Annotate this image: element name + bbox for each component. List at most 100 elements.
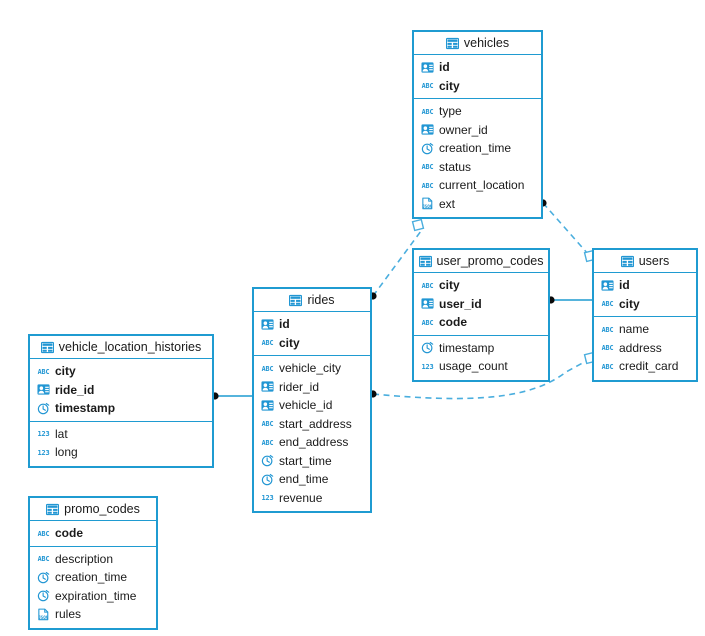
svg-text:ABC: ABC — [38, 368, 50, 376]
field-label: status — [439, 159, 472, 174]
svg-text:123: 123 — [37, 449, 49, 457]
key-field-row[interactable]: ABC city — [414, 77, 541, 96]
field-row[interactable]: creation_time — [30, 568, 156, 587]
key-field-label: id — [439, 60, 450, 75]
table-header-vehicle-location-histories[interactable]: vehicle_location_histories — [30, 336, 212, 359]
primary-key-section: ABC city ride_id timestamp — [30, 359, 212, 422]
table-header-promo-codes[interactable]: promo_codes — [30, 498, 156, 521]
field-row[interactable]: owner_id — [414, 121, 541, 140]
abc-icon: ABC — [421, 279, 434, 292]
field-label: name — [619, 322, 650, 337]
abc-icon: ABC — [421, 179, 434, 192]
key-field-label: city — [55, 364, 76, 379]
abc-icon: ABC — [601, 341, 614, 354]
svg-text:ABC: ABC — [602, 326, 614, 334]
svg-text:123: 123 — [37, 430, 49, 438]
key-field-row[interactable]: ABC city — [30, 362, 212, 381]
id-card-icon — [421, 61, 434, 74]
abc-icon: ABC — [37, 365, 50, 378]
key-field-label: city — [619, 296, 640, 311]
key-field-label: city — [439, 78, 460, 93]
abc-icon: ABC — [421, 316, 434, 329]
field-row[interactable]: start_time — [254, 452, 370, 471]
clock-icon — [421, 341, 434, 354]
field-label: rider_id — [279, 379, 320, 394]
abc-icon: ABC — [261, 336, 274, 349]
svg-text:ABC: ABC — [422, 182, 434, 190]
key-field-row[interactable]: id — [414, 58, 541, 77]
table-title: vehicles — [463, 36, 510, 50]
svg-text:ABC: ABC — [38, 530, 50, 538]
id-card-icon — [421, 297, 434, 310]
field-label: end_time — [279, 472, 329, 487]
key-field-row[interactable]: timestamp — [30, 399, 212, 418]
table-grid-icon — [418, 255, 432, 268]
field-row[interactable]: rider_id — [254, 378, 370, 397]
table-grid-icon — [620, 255, 634, 268]
field-row[interactable]: ABC status — [414, 158, 541, 177]
key-field-row[interactable]: user_id — [414, 295, 548, 314]
table-header-user-promo-codes[interactable]: user_promo_codes — [414, 250, 548, 273]
numeric-icon: 123 — [37, 446, 50, 459]
field-row[interactable]: ABC name — [594, 320, 696, 339]
relationship-user-promo-codes-to-users[interactable] — [547, 296, 592, 304]
key-field-row[interactable]: id — [594, 276, 696, 295]
id-card-icon — [601, 279, 614, 292]
numeric-icon: 123 — [261, 491, 274, 504]
field-label: start_time — [279, 453, 332, 468]
field-row[interactable]: end_time — [254, 470, 370, 489]
field-row[interactable]: creation_time — [414, 139, 541, 158]
key-field-label: ride_id — [55, 382, 95, 397]
abc-icon: ABC — [421, 105, 434, 118]
svg-text:ABC: ABC — [422, 163, 434, 171]
table-header-vehicles[interactable]: vehicles — [414, 32, 541, 55]
field-label: rules — [55, 607, 82, 622]
field-row[interactable]: vehicle_id — [254, 396, 370, 415]
table-header-rides[interactable]: rides — [254, 289, 370, 312]
svg-text:JSON: JSON — [422, 204, 432, 209]
field-row[interactable]: expiration_time — [30, 587, 156, 606]
field-row[interactable]: timestamp — [414, 339, 548, 358]
key-field-row[interactable]: id — [254, 315, 370, 334]
abc-icon: ABC — [421, 79, 434, 92]
table-grid-icon — [445, 37, 459, 50]
relationship-vehicle-location-histories-to-rides[interactable] — [211, 392, 252, 400]
key-field-label: user_id — [439, 296, 482, 311]
table-header-users[interactable]: users — [594, 250, 696, 273]
svg-text:ABC: ABC — [262, 339, 274, 347]
key-field-row[interactable]: ride_id — [30, 381, 212, 400]
svg-text:ABC: ABC — [602, 344, 614, 352]
id-card-icon — [261, 399, 274, 412]
